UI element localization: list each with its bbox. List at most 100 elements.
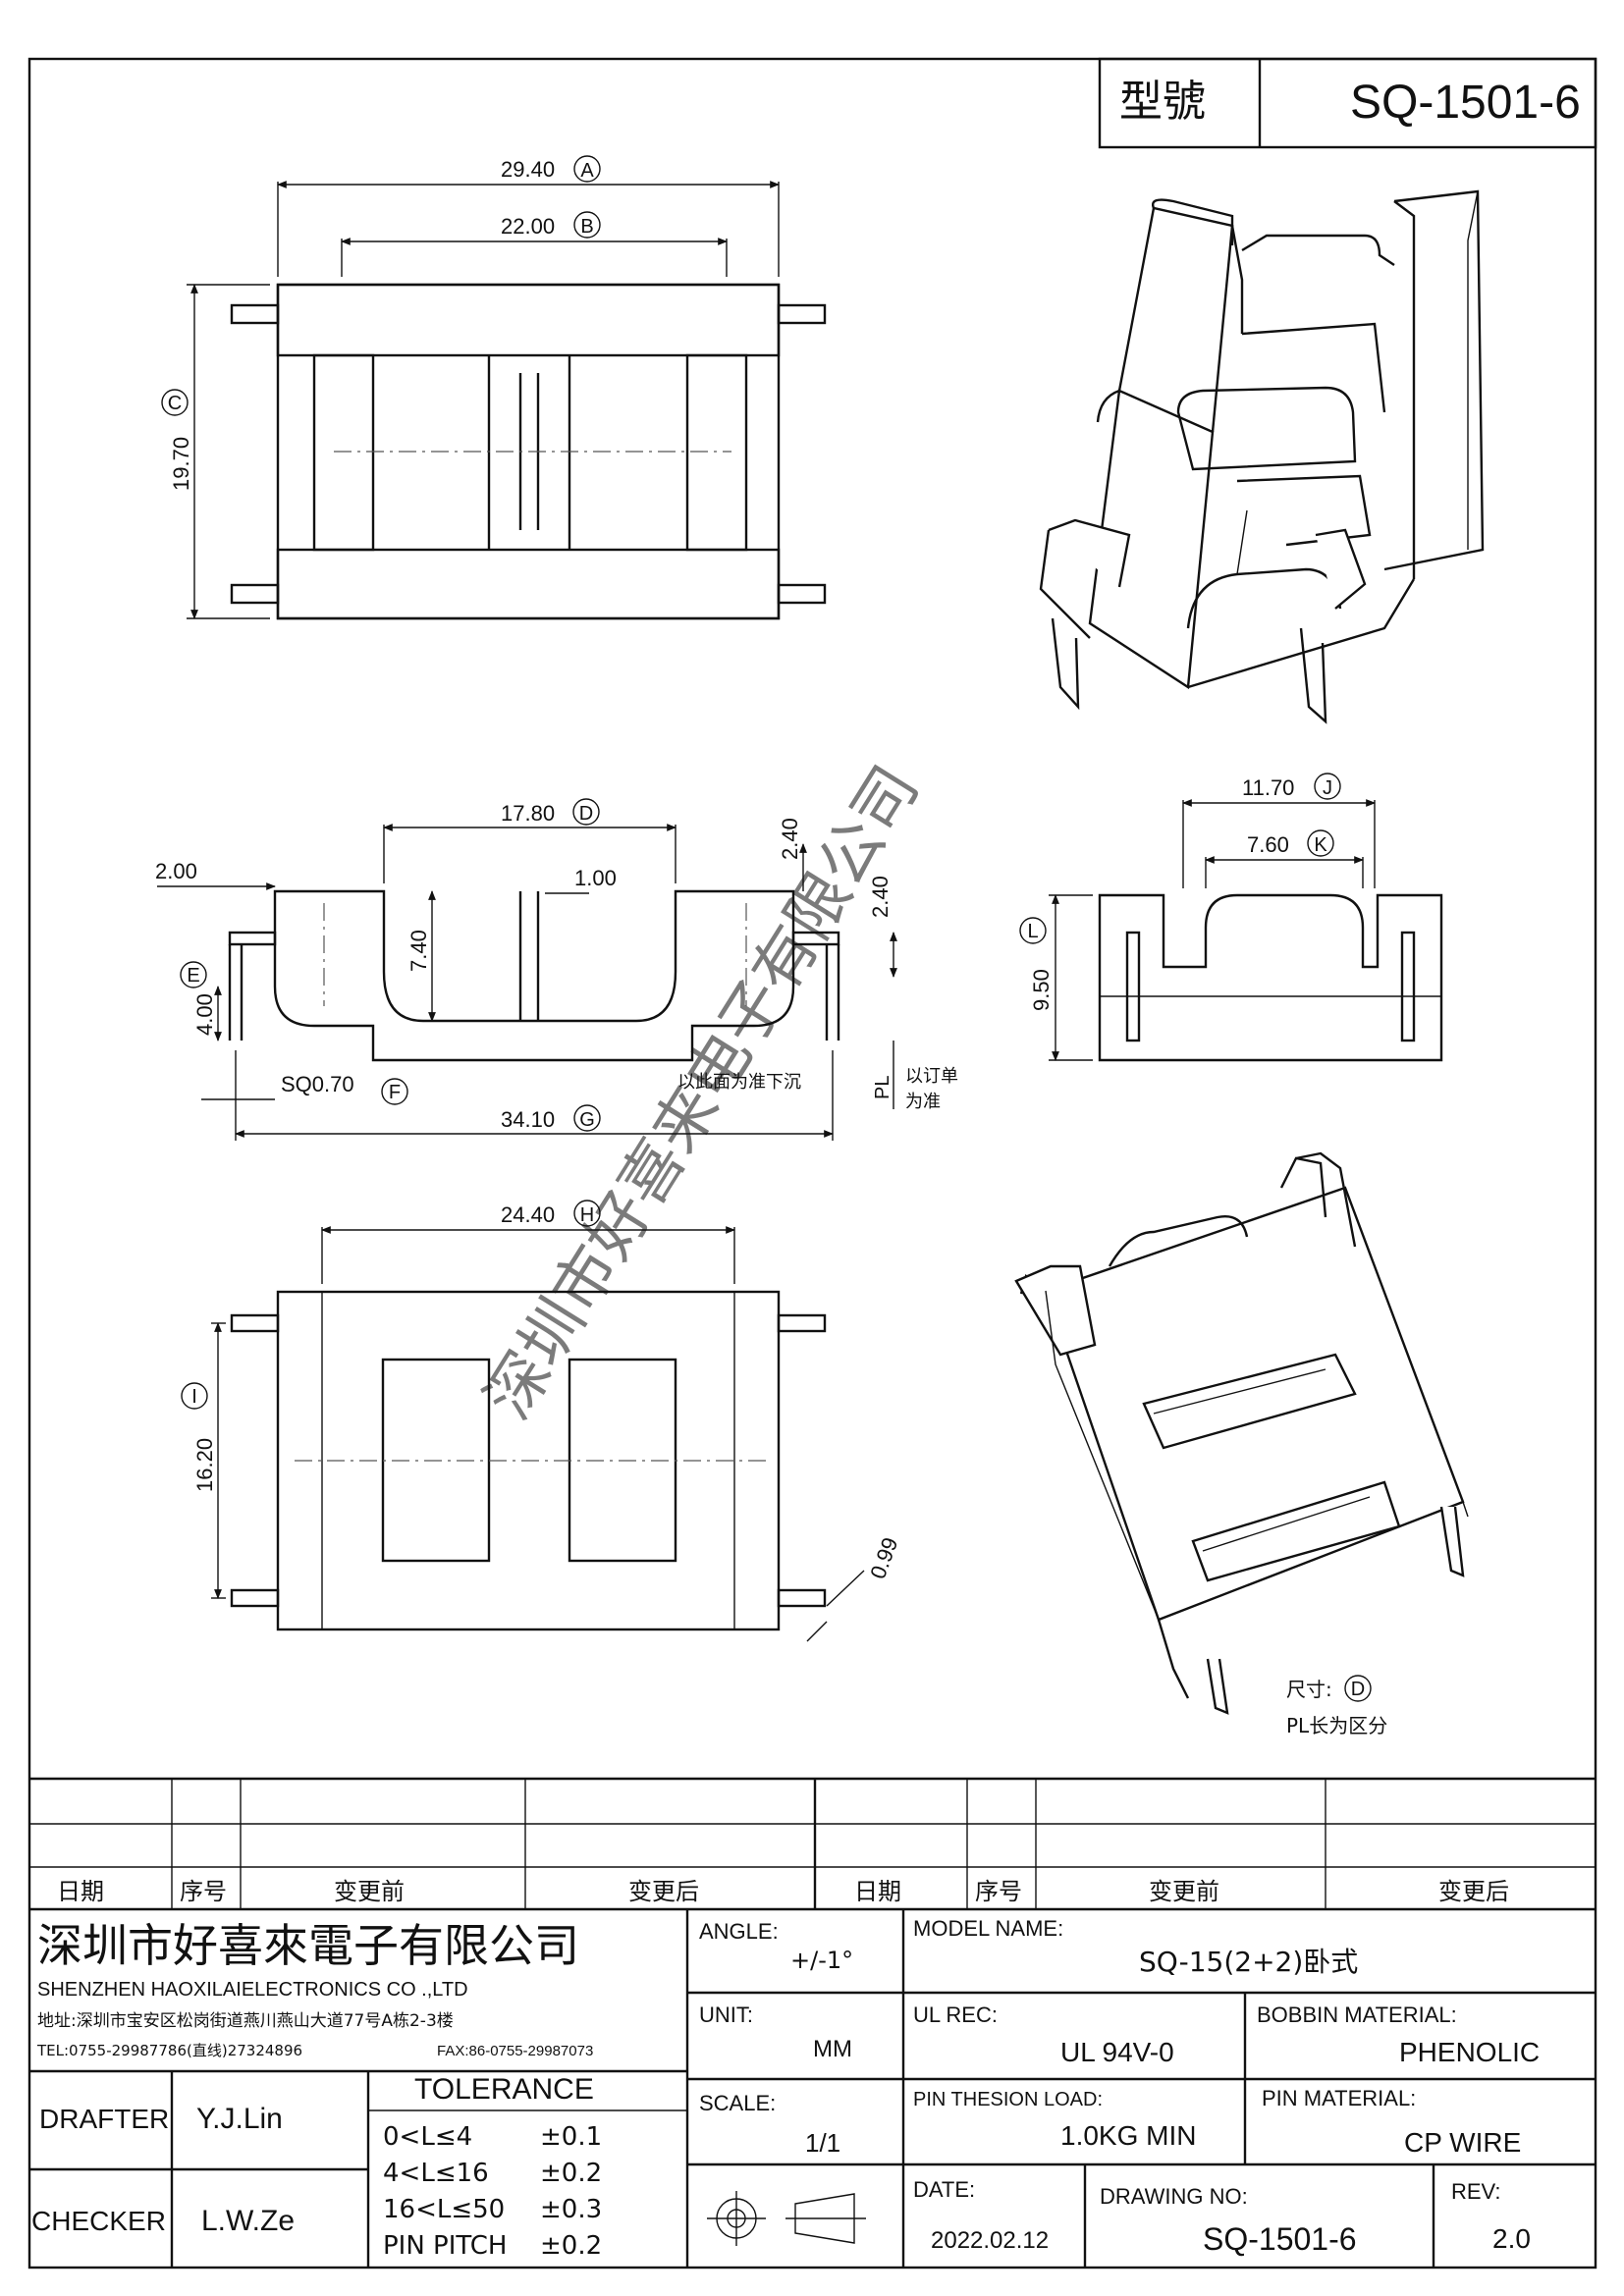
rev-header-after-2: 变更后 [1438, 1878, 1509, 1905]
drawing-border [27, 57, 1597, 2269]
isometric-view-top [1039, 189, 1485, 724]
dim-g-value: 34.10 [501, 1107, 555, 1132]
order-note-2: 为准 [905, 1092, 941, 1112]
company-fax: FAX:86-0755-29987073 [437, 2043, 593, 2059]
dim-d-value: 17.80 [501, 801, 555, 826]
dim-i-value: 16.20 [192, 1438, 217, 1492]
pin-material-value: CP WIRE [1404, 2127, 1521, 2158]
company-tel: TEL:0755-29987786(直线)27324896 [36, 2042, 302, 2059]
front-view: 17.80 D 2.00 1.00 7.40 2.40 2.40 4.00 E … [155, 798, 958, 1141]
drawing-no-label: DRAWING NO: [1100, 2184, 1248, 2209]
title-block-top: 型號 SQ-1501-6 [1098, 57, 1597, 149]
dim-b-letter: B [580, 216, 593, 238]
bobbin-material-label: BOBBIN MATERIAL: [1257, 2002, 1457, 2027]
dim-240a-value: 2.40 [778, 818, 802, 860]
tolerance-value-3: ±0.3 [540, 2195, 602, 2224]
isometric-view-bottom: 尺寸: D PL长为区分 [1014, 1151, 1469, 1737]
dim-l-letter: L [1027, 921, 1038, 942]
tolerance-title: TOLERANCE [414, 2073, 594, 2106]
bobbin-material-value: PHENOLIC [1399, 2037, 1540, 2067]
angle-value: +/-1° [790, 1947, 853, 1974]
dim-k-letter: K [1314, 834, 1327, 856]
title-block: 深圳市好喜來電子有限公司 SHENZHEN HAOXILAIELECTRONIC… [29, 1909, 1596, 2268]
dim-200-value: 2.00 [155, 859, 197, 883]
date-label: DATE: [913, 2177, 975, 2202]
tolerance-range-3: 16<L≤50 [383, 2195, 505, 2224]
top-part-number: SQ-1501-6 [1350, 77, 1581, 129]
dim-h-letter: H [580, 1204, 594, 1226]
order-note-1: 以订单 [905, 1066, 958, 1087]
dim-pl-value: PL [872, 1076, 893, 1099]
rev-label: REV: [1451, 2179, 1501, 2204]
unit-label: UNIT: [699, 2002, 753, 2027]
dim-h-value: 24.40 [501, 1202, 555, 1227]
dim-e-value: 4.00 [192, 993, 217, 1036]
dim-a-value: 29.40 [501, 157, 555, 182]
revision-table: 日期 序号 变更前 变更后 日期 序号 变更前 变更后 [29, 1777, 1596, 1911]
dim-b-value: 22.00 [501, 214, 555, 239]
dim-e-letter: E [187, 965, 199, 987]
type-label: 型號 [1119, 77, 1206, 127]
watermark: 深圳市好喜来电子有限公司 [472, 754, 934, 1432]
rev-header-before-1: 变更前 [334, 1878, 405, 1905]
projection-symbol-icon [707, 2191, 866, 2246]
bottom-view: 24.40 H 16.20 I 0.99 [181, 1200, 902, 1642]
company-name-en: SHENZHEN HAOXILAIELECTRONICS CO .,LTD [37, 1979, 468, 2001]
dim-f-value: SQ0.70 [281, 1072, 354, 1096]
side-view: 11.70 J 7.60 K 9.50 L [1019, 773, 1443, 1062]
scale-value: 1/1 [805, 2128, 840, 2158]
angle-label: ANGLE: [699, 1919, 779, 1944]
size-note-letter: D [1351, 1679, 1365, 1700]
dim-l-value: 9.50 [1029, 969, 1054, 1011]
model-name-value: SQ-15(2+2)卧式 [1139, 1946, 1358, 1978]
rev-header-before-2: 变更前 [1149, 1878, 1219, 1905]
rev-value: 2.0 [1492, 2223, 1531, 2254]
pin-material-label: PIN MATERIAL: [1262, 2086, 1416, 2110]
dim-i-letter: I [191, 1386, 197, 1408]
dim-100-value: 1.00 [574, 866, 617, 890]
company-name-cn: 深圳市好喜來電子有限公司 [37, 1919, 579, 1972]
dim-j-value: 11.70 [1242, 775, 1294, 800]
size-note-label: 尺寸: [1286, 1678, 1332, 1701]
tolerance-range-1: 0<L≤4 [383, 2122, 472, 2152]
dim-240b-value: 2.40 [868, 876, 893, 918]
dim-f-letter: F [389, 1082, 401, 1103]
scale-label: SCALE: [699, 2091, 776, 2115]
dim-c-letter: C [168, 393, 182, 414]
dim-g-letter: G [579, 1109, 595, 1131]
dim-099-value: 0.99 [865, 1534, 902, 1582]
checker-label: CHECKER [31, 2206, 166, 2236]
dim-j-letter: J [1323, 777, 1332, 799]
ul-rec-label: UL REC: [913, 2002, 998, 2027]
sink-note: 以此面为准下沉 [677, 1072, 801, 1093]
model-name-label: MODEL NAME: [913, 1916, 1063, 1941]
drafter-label: DRAFTER [39, 2104, 169, 2134]
tolerance-value-2: ±0.2 [540, 2159, 602, 2188]
rev-header-date-1: 日期 [57, 1878, 104, 1905]
rev-header-seq-1: 序号 [180, 1878, 227, 1905]
tolerance-value-1: ±0.1 [540, 2122, 602, 2152]
dim-740-value: 7.40 [406, 930, 431, 972]
rev-header-seq-2: 序号 [975, 1878, 1022, 1905]
dim-c-value: 19.70 [169, 437, 193, 491]
drawing-no-value: SQ-1501-6 [1203, 2221, 1357, 2257]
date-value: 2022.02.12 [931, 2227, 1049, 2254]
tolerance-range-4: PIN PITCH [383, 2231, 507, 2261]
top-view: 29.40 A 22.00 B 19.70 C [161, 155, 827, 620]
pl-note: PL长为区分 [1286, 1714, 1387, 1737]
pin-load-value: 1.0KG MIN [1060, 2120, 1196, 2151]
ul-rec-value: UL 94V-0 [1060, 2037, 1174, 2067]
drafter-value: Y.J.Lin [196, 2103, 283, 2135]
tolerance-value-4: ±0.2 [540, 2231, 602, 2261]
checker-value: L.W.Ze [201, 2205, 295, 2237]
dim-a-letter: A [580, 160, 594, 182]
company-address: 地址:深圳市宝安区松岗街道燕川燕山大道77号A栋2-3楼 [37, 2011, 454, 2031]
rev-header-date-2: 日期 [854, 1878, 901, 1905]
unit-value: MM [813, 2036, 852, 2062]
pin-load-label: PIN THESION LOAD: [913, 2089, 1103, 2110]
tolerance-range-2: 4<L≤16 [383, 2159, 489, 2188]
dim-k-value: 7.60 [1247, 832, 1289, 857]
dim-d-letter: D [579, 803, 593, 825]
rev-header-after-1: 变更后 [628, 1878, 699, 1905]
